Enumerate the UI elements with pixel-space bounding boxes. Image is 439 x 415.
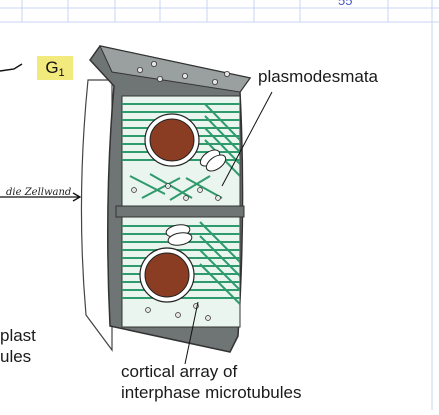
left-cell-outline xyxy=(80,79,113,352)
hand-mark xyxy=(0,63,23,72)
phase-letter: G xyxy=(45,58,59,77)
upper-nucleus xyxy=(149,118,195,162)
upper-organelle xyxy=(199,149,227,172)
upper-microtubules xyxy=(122,103,240,201)
left-fragment-top: plast xyxy=(0,326,36,345)
cross-wall-pits xyxy=(131,183,221,201)
cortical-array-leader xyxy=(184,301,199,365)
lower-organelle xyxy=(165,224,193,246)
phase-badge: G1 xyxy=(37,56,73,80)
phase-subscript: 1 xyxy=(58,67,65,79)
page-number: 55 xyxy=(338,0,353,8)
wall-pits xyxy=(136,61,230,86)
cortical-array-label-line2: interphase microtubules xyxy=(121,383,302,402)
plasmodesmata-leader xyxy=(221,91,273,187)
plasmodesmata-label: plasmodesmata xyxy=(258,67,379,86)
cross-wall xyxy=(115,205,245,218)
handwritten-note: die Zellwand xyxy=(6,187,72,198)
left-fragment-bottom: ules xyxy=(0,347,32,366)
handwritten-arrow xyxy=(0,192,82,202)
cortical-array-label-line1: cortical array of xyxy=(121,362,238,381)
lower-nucleus xyxy=(144,252,190,298)
